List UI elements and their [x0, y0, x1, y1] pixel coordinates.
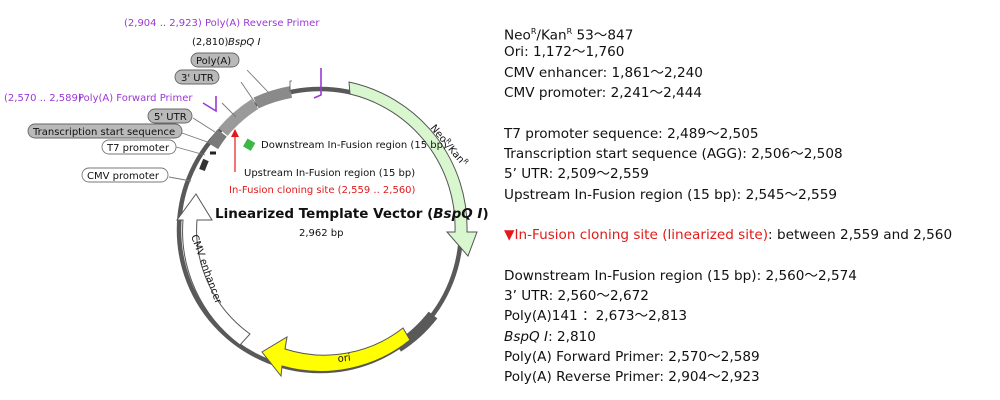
t7-feature: [199, 158, 209, 172]
upstream-label: Upstream In-Fusion region (15 bp): [244, 168, 415, 179]
polya-forward-label: Poly(A) Forward Primer: [78, 93, 193, 104]
cmv-promoter-label: CMV promoter: [87, 171, 160, 182]
tss-pill: [27, 123, 183, 139]
legend-polya-reverse: Poly(A) Reverse Primer: 2,904～2,923: [504, 369, 760, 386]
map-title: Linearized Template Vector (BspQ I): [215, 206, 489, 222]
cmv-enhancer-feature: [176, 193, 251, 346]
polya-feature: [253, 86, 293, 109]
polya-forward-primer-mark: [202, 96, 217, 113]
utr5-feature: [207, 129, 227, 150]
tss-label: Transcription start sequence: [32, 127, 175, 138]
utr3-pill: [174, 69, 220, 85]
legend-cmv-promoter: CMV promoter: 2,241～2,444: [504, 85, 703, 102]
legend-cloning-site: ▼In-Fusion cloning site (linearized site…: [504, 227, 953, 244]
polya-forward-coords: (2,570 .. 2,589): [4, 93, 82, 104]
legend-polya141: Poly(A)141 ：2,673～2,813: [504, 308, 688, 325]
legend-neo: NeoR/KanR 53～847: [504, 27, 634, 44]
polya-pill: [190, 52, 240, 68]
legend-upstream: Upstream In-Fusion region (15 bp): 2,545…: [504, 186, 837, 203]
utr3-label: 3' UTR: [181, 73, 214, 84]
bspqi-label: BspQ I: [228, 37, 260, 48]
t7-pill: [101, 139, 177, 155]
t7-label: T7 promoter: [106, 143, 170, 154]
legend-polya-forward: Poly(A) Forward Primer: 2,570～2,589: [504, 349, 760, 366]
legend-cmv-enhancer: CMV enhancer: 1,861～2,240: [504, 64, 703, 81]
map-size: 2,962 bp: [299, 228, 344, 239]
cloning-site-arrow: [231, 129, 239, 137]
legend-t7: T7 promoter sequence: 2,489～2,505: [504, 125, 759, 142]
ori-label: ori: [337, 353, 351, 365]
cloning-site-label: In-Fusion cloning site (2,559 .. 2,560): [229, 185, 416, 196]
polya-reverse-primer-mark: [313, 68, 322, 99]
feature-legend: NeoR/KanR 53～847 Ori: 1,172～1,760 CMV en…: [504, 22, 996, 388]
legend-utr5: 5’ UTR: 2,509～2,559: [504, 166, 649, 183]
legend-utr3: 3’ UTR: 2,560～2,672: [504, 287, 649, 304]
legend-tss: Transcription start sequence (AGG): 2,50…: [504, 145, 843, 162]
legend-ori: Ori: 1,172～1,760: [504, 44, 625, 61]
polya-reverse-coords: (2,904 .. 2,923): [124, 18, 202, 29]
utr5-label: 5' UTR: [154, 112, 187, 123]
polya-label: Poly(A): [196, 56, 231, 67]
downstream-label: Downstream In-Fusion region (15 bp): [261, 140, 447, 151]
triangle-down-icon: ▼: [504, 227, 515, 244]
polya-reverse-label: Poly(A) Reverse Primer: [205, 18, 320, 29]
cmv-promoter-pill: [81, 167, 169, 183]
utr5-pill: [147, 108, 193, 124]
ori-feature: [261, 327, 411, 378]
utr3-feature: [218, 98, 259, 136]
infusion-box: [243, 138, 256, 151]
legend-downstream: Downstream In-Fusion region (15 bp): 2,5…: [504, 267, 857, 284]
legend-bspqi: BspQ I: 2,810: [504, 328, 596, 345]
neo-kan-feature: [348, 81, 478, 257]
bspqi-coord: (2,810): [192, 37, 229, 48]
